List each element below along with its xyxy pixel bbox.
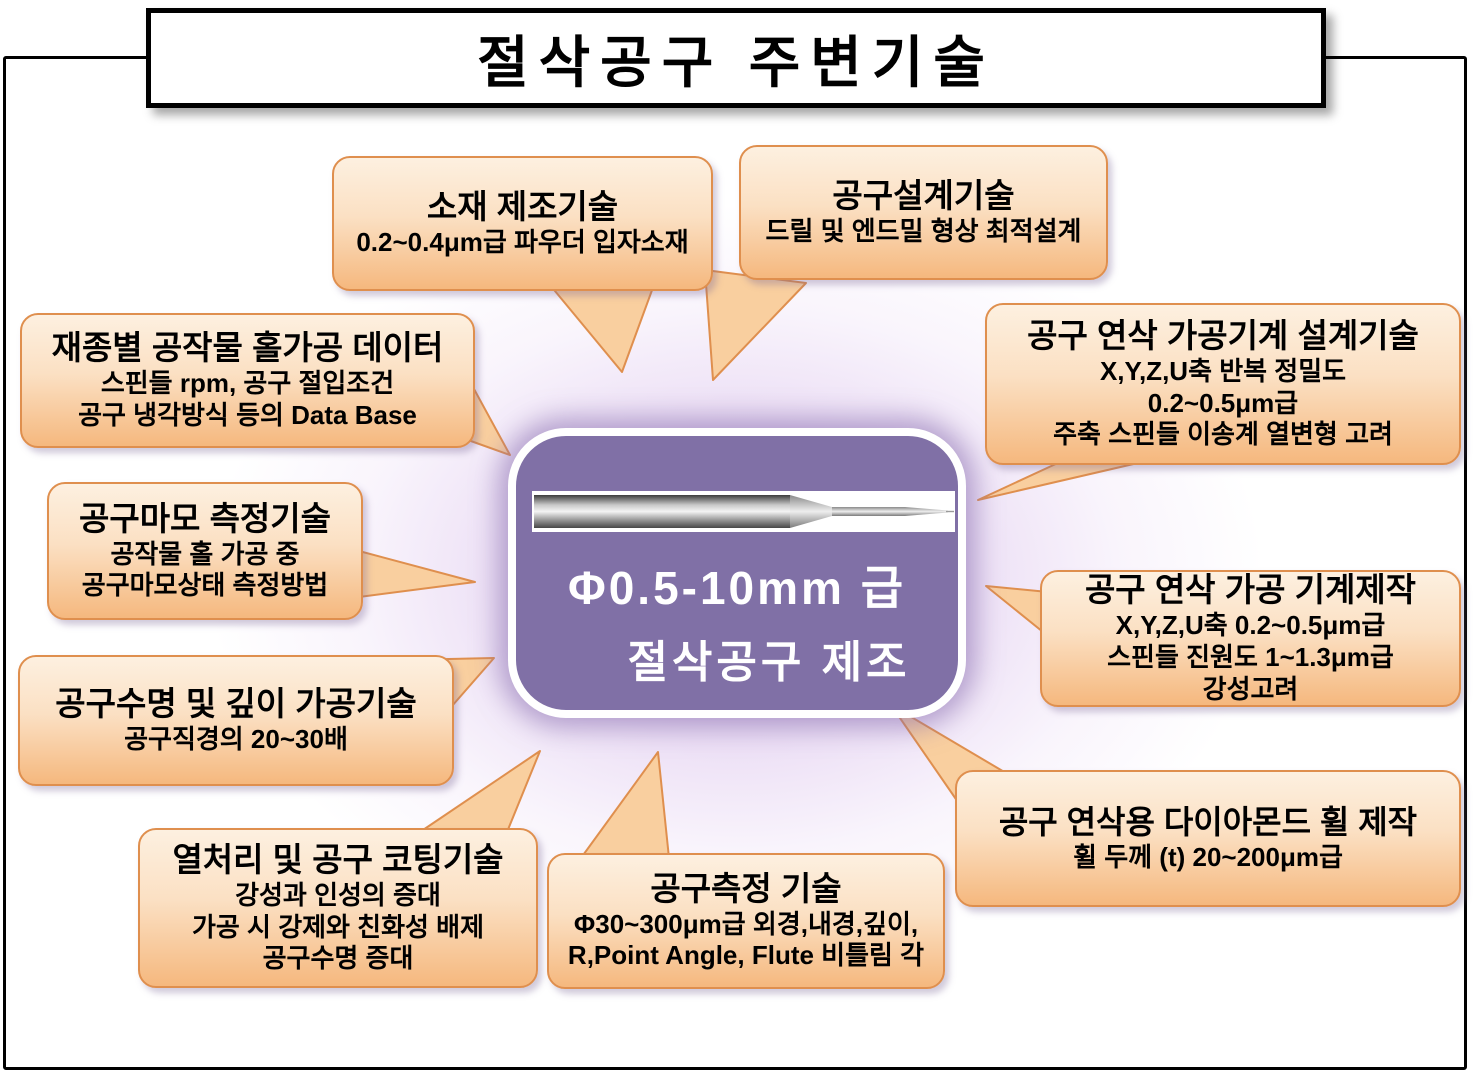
bubble-title: 공구측정 기술	[650, 869, 842, 907]
bubble-tool-measurement: 공구측정 기술 Φ30~300μm급 외경,내경,깊이, R,Point Ang…	[547, 853, 945, 989]
bubble-title: 재종별 공작물 홀가공 데이터	[51, 329, 444, 367]
bubble-line: 주축 스핀들 이송계 열변형 고려	[1053, 419, 1393, 450]
bubble-line: 스핀들 rpm, 공구 절입조건	[100, 368, 395, 399]
bubble-title: 열처리 및 공구 코팅기술	[172, 840, 504, 878]
bubble-line: 강성고려	[1202, 673, 1299, 704]
bubble-line: 드릴 및 엔드밀 형상 최적설계	[765, 216, 1082, 247]
bubble-line: 공구마모상태 측정방법	[81, 570, 329, 601]
central-topic-text: Φ0.5-10mm 급 절삭공구 제조	[516, 552, 958, 690]
page-title: 절삭공구 주변기술	[477, 30, 995, 94]
bubble-line: X,Y,Z,U축 0.2~0.5μm급	[1115, 610, 1386, 641]
drill-bit-image	[532, 491, 955, 532]
bubble-title: 공구 연삭 가공기계 설계기술	[1027, 316, 1419, 354]
bubble-title: 공구수명 및 깊이 가공기술	[55, 685, 417, 723]
bubble-grinding-machine-design: 공구 연삭 가공기계 설계기술 X,Y,Z,U축 반복 정밀도 0.2~0.5μ…	[985, 303, 1461, 465]
bubble-line: R,Point Angle, Flute 비틀림 각	[567, 940, 925, 971]
bubble-line: 스핀들 진원도 1~1.3μm급	[1107, 642, 1394, 673]
central-topic-line2: 절삭공구 제조	[627, 638, 911, 687]
bubble-line: 공구직경의 20~30배	[124, 724, 348, 755]
bubble-tool-wear-measurement: 공구마모 측정기술 공작물 홀 가공 중 공구마모상태 측정방법	[47, 482, 363, 620]
bubble-line: Φ30~300μm급 외경,내경,깊이,	[573, 908, 919, 939]
bubble-line: 가공 시 강제와 친화성 배제	[191, 911, 484, 942]
bubble-line: 휠 두께 (t) 20~200μm급	[1073, 841, 1343, 872]
bubble-hole-machining-data: 재종별 공작물 홀가공 데이터 스핀들 rpm, 공구 절입조건 공구 냉각방식…	[20, 313, 475, 448]
bubble-tool-life-depth: 공구수명 및 깊이 가공기술 공구직경의 20~30배	[18, 655, 454, 786]
bubble-line: 공구수명 증대	[262, 943, 414, 974]
bubble-grinding-machine-build: 공구 연삭 가공 기계제작 X,Y,Z,U축 0.2~0.5μm급 스핀들 진원…	[1040, 570, 1461, 707]
bubble-title: 공구 연삭용 다이아몬드 휠 제작	[998, 803, 1418, 840]
bubble-material-mfg: 소재 제조기술 0.2~0.4μm급 파우더 입자소재	[332, 156, 713, 291]
bubble-heat-treat-coating: 열처리 및 공구 코팅기술 강성과 인성의 증대 가공 시 강제와 친화성 배제…	[138, 828, 538, 988]
bubble-line: 공작물 홀 가공 중	[110, 538, 300, 569]
central-topic-box: Φ0.5-10mm 급 절삭공구 제조	[508, 428, 966, 718]
bubble-title: 공구 연삭 가공 기계제작	[1084, 571, 1417, 609]
bubble-line: 0.2~0.5μm급	[1147, 387, 1299, 418]
central-topic-line1: Φ0.5-10mm 급	[567, 562, 907, 614]
bubble-diamond-wheel: 공구 연삭용 다이아몬드 휠 제작 휠 두께 (t) 20~200μm급	[955, 770, 1461, 907]
bubble-line: 강성과 인성의 증대	[235, 879, 441, 910]
bubble-tool-design: 공구설계기술 드릴 및 엔드밀 형상 최적설계	[739, 145, 1108, 280]
bubble-title: 공구마모 측정기술	[78, 499, 332, 537]
bubble-line: X,Y,Z,U축 반복 정밀도	[1099, 355, 1347, 386]
bubble-title: 소재 제조기술	[426, 188, 619, 226]
bubble-line: 공구 냉각방식 등의 Data Base	[78, 399, 417, 430]
slide-title-box: 절삭공구 주변기술	[146, 8, 1326, 108]
bubble-line: 0.2~0.4μm급 파우더 입자소재	[356, 227, 689, 258]
bubble-title: 공구설계기술	[832, 177, 1015, 215]
